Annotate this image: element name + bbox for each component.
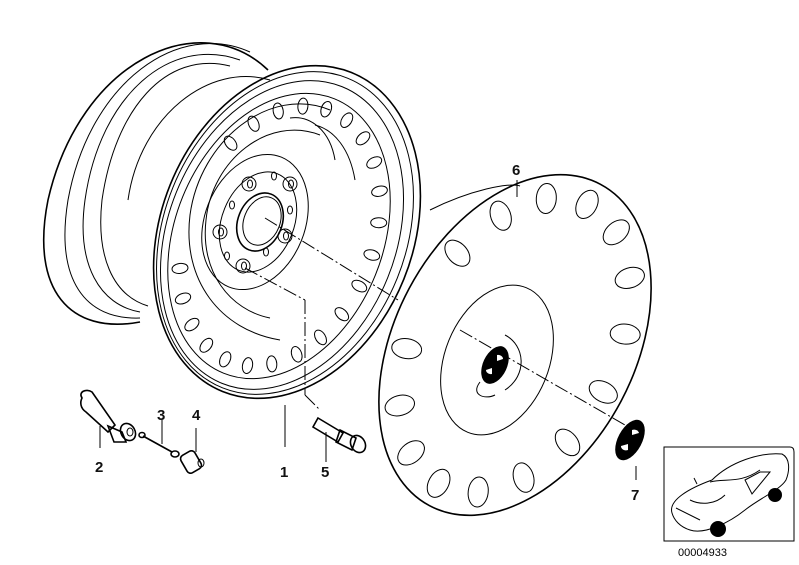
vent-hole [320, 100, 333, 118]
illustration-code: 00004933 [678, 547, 727, 559]
rim-edge-4 [167, 92, 391, 380]
barrel-line [100, 62, 231, 307]
insert-head [138, 431, 146, 439]
wheel-bolt-part[interactable] [311, 416, 369, 462]
dish-curve [314, 124, 356, 181]
vent-hole [355, 131, 371, 146]
dish-curve [204, 129, 321, 319]
bolt-thread [311, 416, 345, 444]
dish-curve [289, 117, 336, 161]
vent-hole [444, 239, 471, 267]
thumbnail-frame [663, 446, 795, 542]
hubcap-center-disc [440, 284, 554, 436]
vent-hole [366, 156, 383, 169]
barrel-line [127, 76, 271, 201]
vent-hole [184, 317, 200, 332]
vent-hole [334, 307, 350, 322]
vent-hole [290, 346, 303, 363]
axis-line-center [264, 217, 399, 301]
vent-hole [614, 266, 645, 289]
vent-hole [384, 394, 416, 417]
vent-hole [340, 112, 354, 128]
rim-vent-holes [171, 97, 388, 375]
rim-outer-edge [152, 64, 422, 400]
emblem-part[interactable] [609, 415, 651, 465]
vent-hole [223, 135, 238, 151]
vent-hole [297, 97, 309, 115]
hub-flange [201, 153, 309, 291]
cap-hole [197, 458, 205, 468]
vent-hole [247, 115, 260, 132]
valve-insert-part[interactable] [138, 420, 180, 458]
steel-wheel[interactable] [43, 25, 469, 438]
hubcap-emblem [481, 346, 509, 384]
vent-hole [602, 219, 630, 246]
rim-edge-2 [156, 71, 414, 395]
vent-hole [575, 189, 599, 220]
center-arc [504, 334, 522, 391]
center-arc [476, 381, 496, 398]
vent-hole [174, 292, 192, 305]
axis-line-emblem [459, 329, 626, 426]
vent-hole [314, 329, 327, 346]
axis-line-bolt [244, 267, 306, 301]
hubcap-rim-highlight [429, 184, 521, 211]
callout-2: 2 [95, 459, 103, 476]
hubcap[interactable] [324, 128, 707, 562]
vent-hole [609, 323, 641, 345]
barrel-line [64, 43, 251, 319]
vent-hole [351, 279, 368, 293]
insert-body [142, 435, 173, 453]
valve-end [119, 422, 137, 442]
vent-hole [489, 200, 512, 231]
vent-hole [512, 462, 535, 493]
callout-7: 7 [631, 487, 639, 504]
tire-valve-part[interactable] [80, 389, 139, 448]
valve-stem [80, 389, 117, 434]
vent-hole [171, 262, 189, 274]
callout-4: 4 [192, 407, 201, 424]
vent-hole [426, 468, 451, 498]
vent-hole [241, 357, 254, 375]
vent-hole [370, 217, 388, 229]
callout-5: 5 [321, 464, 329, 481]
bolt-holes [212, 171, 298, 274]
center-bore [235, 192, 285, 252]
vent-hole [391, 337, 423, 360]
vent-hole [219, 351, 232, 368]
bolt-head [349, 434, 367, 454]
vent-hole [371, 185, 388, 197]
valve-hole [126, 427, 134, 437]
vent-hole [363, 249, 381, 261]
vent-hole [554, 428, 581, 457]
valve-cap-part[interactable] [179, 428, 205, 475]
rim-edge-3 [159, 80, 405, 390]
center-bore-inner [242, 196, 282, 246]
hub-ring [218, 171, 298, 273]
cap-body [179, 450, 203, 474]
vent-hole [467, 476, 489, 508]
vent-hole [266, 355, 278, 373]
valve-threads [106, 424, 128, 443]
hubcap-outer [378, 173, 652, 517]
vent-hole [199, 337, 214, 353]
vent-hole [397, 440, 425, 466]
vent-hole [535, 183, 557, 214]
callout-6: 6 [512, 162, 520, 179]
dish-curve [188, 103, 331, 341]
callout-1: 1 [280, 464, 288, 481]
bolt-shank [335, 428, 357, 452]
car-location-thumbnail[interactable]: 00004933 [663, 446, 795, 559]
barrel-line [82, 53, 241, 313]
vent-hole [272, 102, 284, 120]
car-icon [671, 453, 790, 537]
vent-hole [588, 380, 618, 404]
insert-tip [170, 450, 180, 458]
hubcap-vent-holes [384, 183, 645, 508]
axis-line-bolt-end [304, 394, 321, 411]
callout-3: 3 [157, 407, 165, 424]
wheel-barrel-outline [43, 42, 269, 325]
